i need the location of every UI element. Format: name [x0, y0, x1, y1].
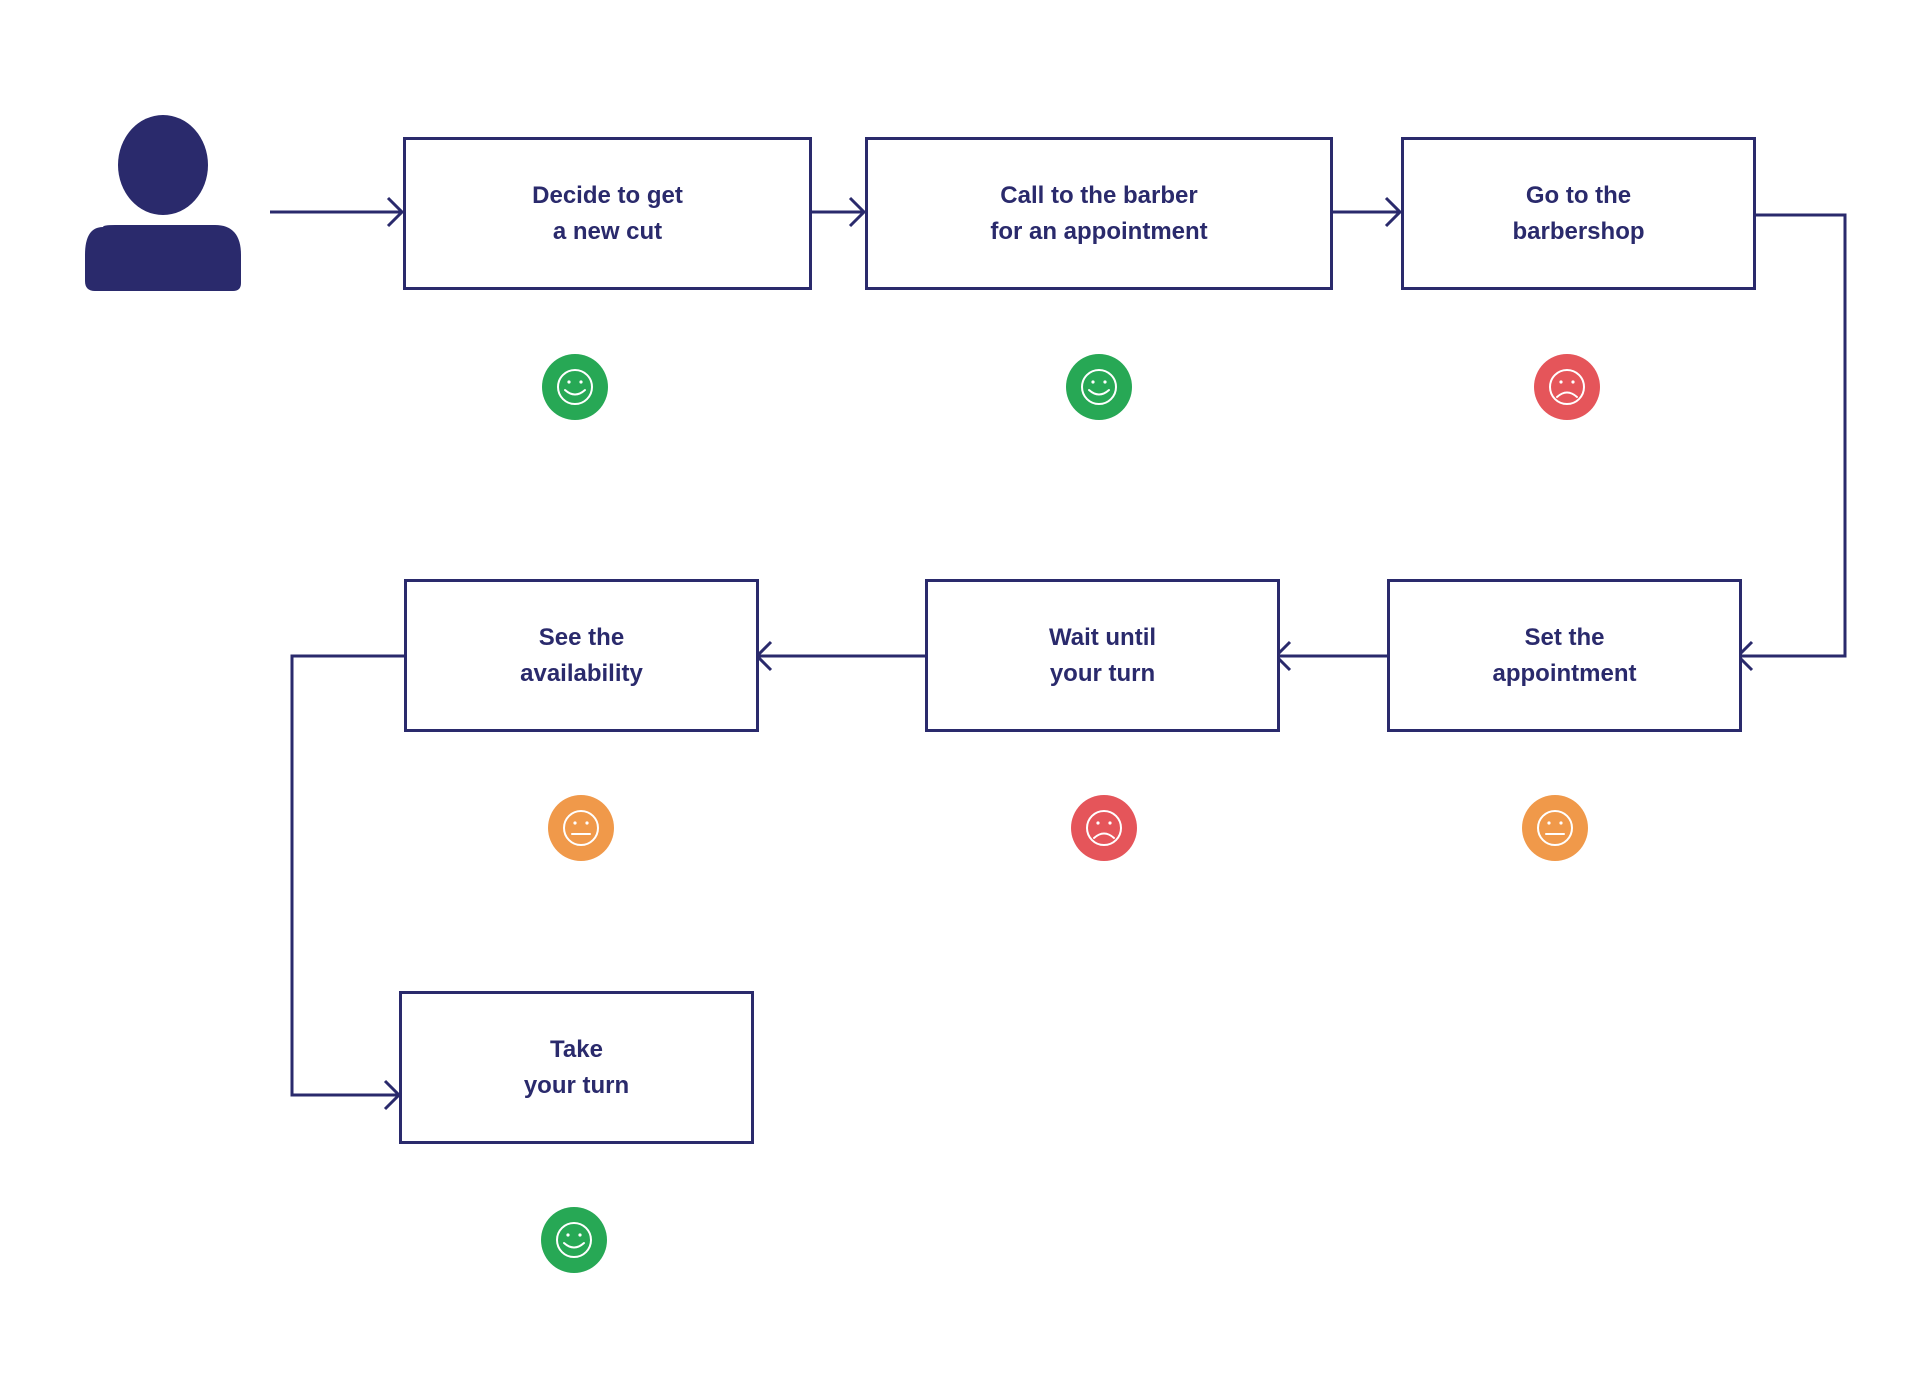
person-icon: [85, 115, 241, 291]
step-label-call: Call to the barber for an appointment: [990, 181, 1208, 245]
arrow-go-to-set: [1739, 213, 1847, 658]
arrowhead: [386, 196, 405, 228]
neutral-face-icon: [563, 810, 599, 846]
step-box-go: Go to the barbershop: [1401, 137, 1756, 290]
mood-icon-wait-sad: [1071, 795, 1137, 861]
step-label-take: Take your turn: [523, 1035, 630, 1099]
step-box-call: Call to the barber for an appointment: [865, 137, 1333, 290]
step-box-see: See the availability: [404, 579, 759, 732]
mood-icon-set-neutral: [1522, 795, 1588, 861]
sad-face-icon: [1549, 369, 1585, 405]
step-label-set: Set the appointment: [1492, 623, 1637, 687]
step-box-set: Set the appointment: [1387, 579, 1742, 732]
mood-icon-decide-happy: [542, 354, 608, 420]
arrowhead: [1384, 196, 1403, 228]
step-label-go: Go to the barbershop: [1512, 181, 1645, 245]
mood-icon-see-neutral: [548, 795, 614, 861]
mood-icon-go-sad: [1534, 354, 1600, 420]
step-label-wait: Wait until your turn: [1048, 623, 1157, 687]
happy-face-icon: [1081, 369, 1117, 405]
mood-icon-call-happy: [1066, 354, 1132, 420]
sad-face-icon: [1086, 810, 1122, 846]
step-label-decide: Decide to get a new cut: [532, 181, 683, 245]
step-box-decide: Decide to get a new cut: [403, 137, 812, 290]
happy-face-icon: [556, 1222, 592, 1258]
neutral-face-icon: [1537, 810, 1573, 846]
mood-icon-take-happy: [541, 1207, 607, 1273]
step-label-see: See the availability: [520, 623, 643, 687]
happy-face-icon: [557, 369, 593, 405]
arrowhead: [848, 196, 867, 228]
step-box-take: Take your turn: [399, 991, 754, 1144]
arrow-see-to-take: [290, 654, 404, 1097]
step-box-wait: Wait until your turn: [925, 579, 1280, 732]
